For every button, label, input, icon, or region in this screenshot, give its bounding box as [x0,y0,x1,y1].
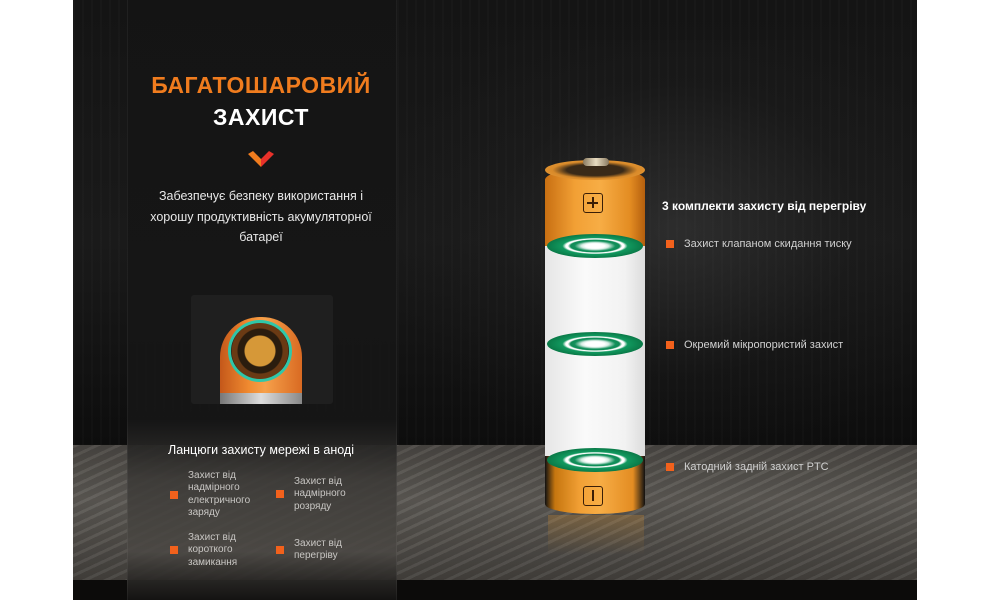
anode-feature-label: Захист від надмірного розряду [294,476,346,512]
battery-closeup-image [191,295,333,404]
protection-layer-ring [547,234,643,258]
bullet-square-icon [666,463,674,471]
anode-feature-label: Захист від короткого замикання [188,532,238,568]
bullet-square-icon [276,546,284,555]
anode-section-title: Ланцюги захисту мережі в аноді [168,443,354,457]
overheat-item: Катодний задній захист PTC [666,461,829,473]
battery-cap [545,168,645,246]
bullet-square-icon [170,546,178,555]
anode-feature: Захист від надмірного розряду [276,476,376,513]
anode-feature-label: Захист від надмірного електричного заряд… [188,470,251,518]
overheat-item-label: Окремий мікропористий захист [684,339,844,351]
chevron-down-icon [248,151,274,167]
overheat-item: Захист клапаном скидання тиску [666,238,852,250]
battery-closeup-ring [228,320,292,382]
battery-illustration [545,158,645,515]
battery-reflection [548,515,644,555]
protection-layer-ring [547,332,643,356]
protection-layer-ring [547,448,643,472]
plus-terminal-icon [583,193,603,213]
description: Забезпечує безпеку використання і хорошу… [150,189,372,244]
headline-accent: БАГАТОШАРОВИЙ [151,72,371,98]
battery-closeup-label [220,393,302,404]
bullet-square-icon [276,490,284,499]
overheat-item: Окремий мікропористий захист [666,339,843,351]
anode-feature: Захист від короткого замикання [170,532,270,569]
positive-terminal [583,158,609,166]
bullet-square-icon [170,490,178,499]
bullet-square-icon [666,240,674,248]
minus-terminal-icon [583,486,603,506]
overheat-item-label: Захист клапаном скидання тиску [684,238,852,250]
anode-feature-label: Захист від перегріву [294,538,342,562]
headline: ЗАХИСТ [213,104,309,130]
overheat-item-label: Катодний задній захист PTC [684,461,829,473]
battery-top [545,160,645,180]
anode-feature: Захист від надмірного електричного заряд… [170,470,270,519]
overheat-section-title: 3 комплекти захисту від перегріву [662,199,867,213]
anode-feature: Захист від перегріву [276,538,376,563]
bullet-square-icon [666,341,674,349]
spotlight [403,40,903,460]
